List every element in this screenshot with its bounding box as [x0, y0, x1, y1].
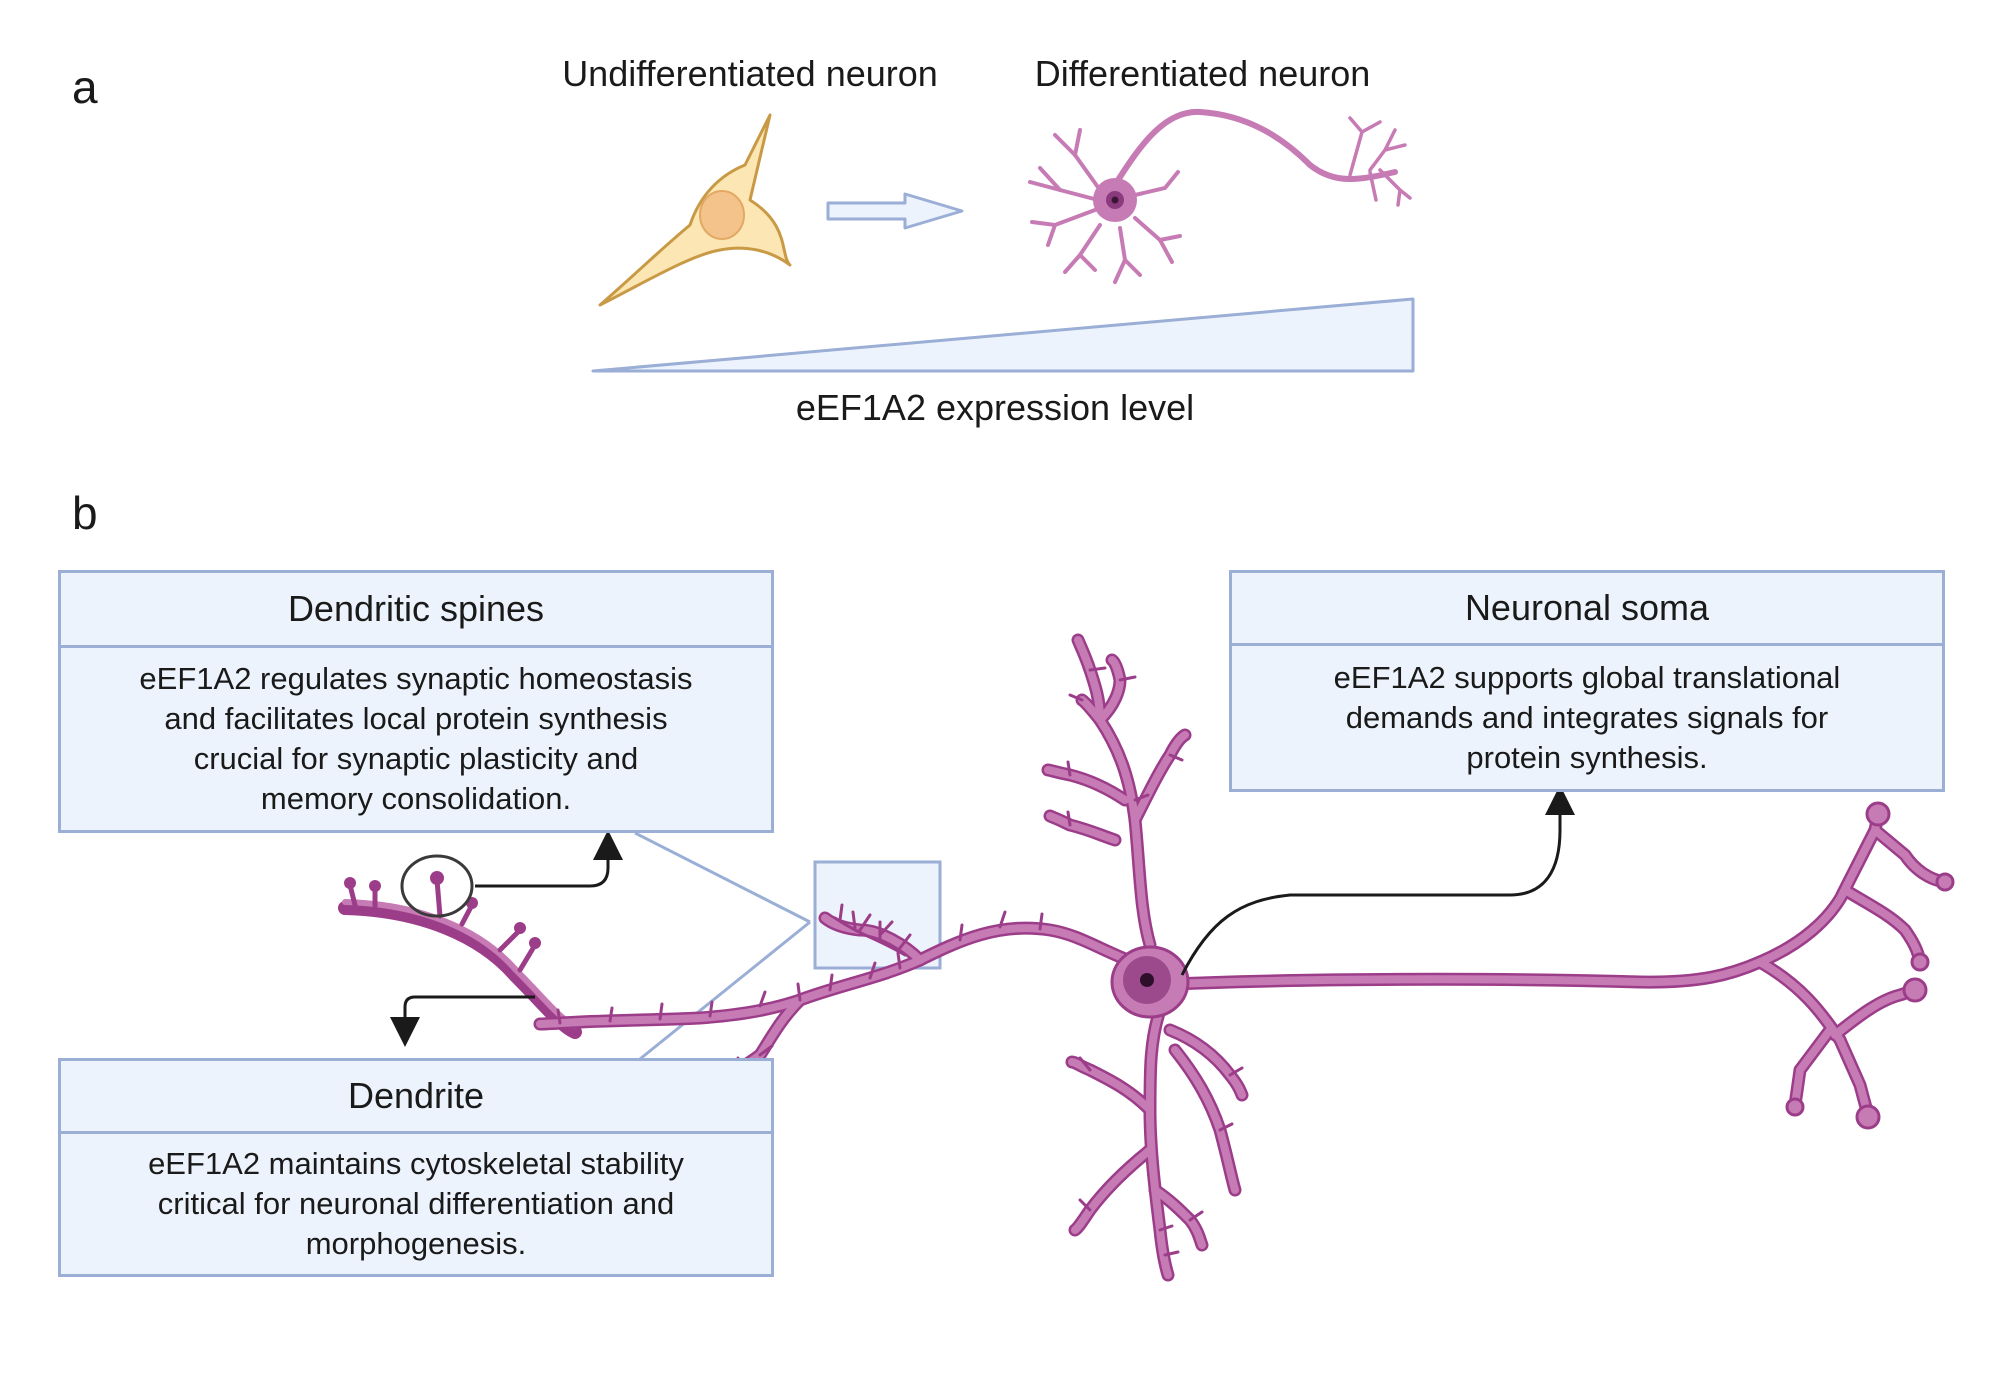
zoom-callout-lines: [634, 831, 811, 1065]
text-line: eEF1A2 regulates synaptic homeostasis: [139, 661, 693, 696]
dendrite-segment-icon: [338, 854, 582, 1039]
neuronal-soma-icon: [1110, 945, 1190, 1019]
dendrite-callout-arrow: [390, 995, 535, 1047]
differentiation-arrow-icon: [826, 192, 964, 230]
dendrite-title: Dendrite: [61, 1061, 771, 1134]
text-line: and facilitates local protein synthesis: [164, 701, 668, 736]
text-line: morphogenesis.: [305, 1226, 527, 1261]
differentiated-neuron-icon: [1028, 108, 1412, 284]
text-line: memory consolidation.: [260, 781, 572, 816]
panel-a-letter: a: [72, 61, 98, 113]
neuronal-soma-text: eEF1A2 supports global translational dem…: [1232, 646, 1942, 789]
text-line: demands and integrates signals for: [1345, 699, 1829, 735]
dendritic-spines-title: Dendritic spines: [61, 573, 771, 648]
dendritic-spines-box: Dendritic spines eEF1A2 regulates synapt…: [58, 570, 774, 833]
text-line: critical for neuronal differentiation an…: [157, 1186, 675, 1221]
differentiated-soma-icon: [1093, 178, 1137, 222]
text-line: eEF1A2 supports global translational: [1333, 659, 1841, 695]
dendritic-spines-text: eEF1A2 regulates synaptic homeostasis an…: [61, 648, 771, 830]
dendrite-text: eEF1A2 maintains cytoskeletal stability …: [61, 1134, 771, 1274]
text-line: protein synthesis.: [1466, 739, 1708, 775]
undifferentiated-neuron-label: Undifferentiated neuron: [562, 53, 938, 94]
differentiated-neuron-label: Differentiated neuron: [1034, 53, 1371, 94]
neuron-illustration: [533, 633, 1955, 1282]
expression-level-label: eEF1A2 expression level: [795, 387, 1195, 428]
soma-callout-arrow: [1180, 785, 1575, 976]
dendrite-box: Dendrite eEF1A2 maintains cytoskeletal s…: [58, 1058, 774, 1277]
text-line: eEF1A2 maintains cytoskeletal stability: [148, 1146, 684, 1181]
spine-callout-arrow: [475, 830, 623, 888]
neuronal-soma-title: Neuronal soma: [1232, 573, 1942, 646]
zoom-region-box: [813, 860, 942, 970]
neuronal-soma-box: Neuronal soma eEF1A2 supports global tra…: [1229, 570, 1945, 792]
expression-gradient-wedge: [591, 297, 1415, 373]
text-line: crucial for synaptic plasticity and: [193, 741, 639, 776]
undifferentiated-neuron-icon: [598, 113, 792, 307]
panel-b-letter: b: [72, 487, 98, 539]
